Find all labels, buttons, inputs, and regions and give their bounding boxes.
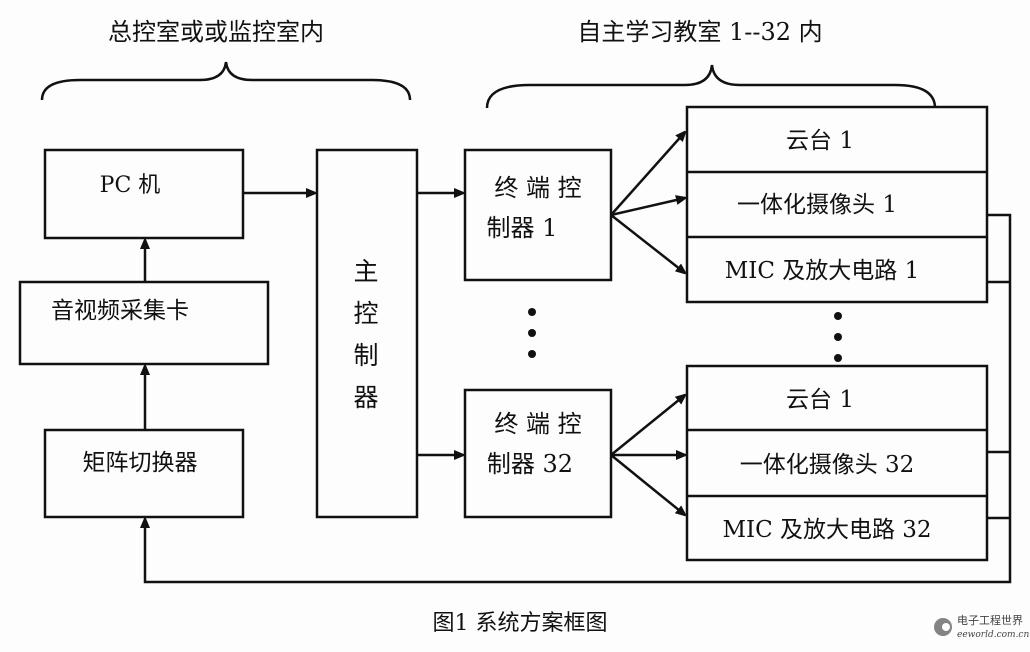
device-group-1: 云台 1 一体化摄像头 1 MIC 及放大电路 1 — [685, 105, 989, 304]
watermark-cn: 电子工程世界 — [957, 614, 1023, 627]
capture-card-label: 音视频采集卡 — [51, 298, 189, 324]
left-brace — [40, 61, 412, 101]
mic-1-label: MIC 及放大电路 1 — [725, 258, 920, 284]
terminal-1-line2: 制器 1 — [487, 214, 558, 242]
figure-caption: 图1 系统方案框图 — [433, 611, 608, 636]
eeworld-watermark-logo: 电子工程世界 eeworld.com.cn — [934, 614, 1029, 640]
matrix-switcher-label: 矩阵切换器 — [83, 450, 198, 476]
terminal-1-line1: 终 端 控 — [494, 174, 581, 202]
main-controller-box — [315, 148, 419, 519]
pc-label: PC 机 — [100, 173, 161, 198]
right-brace — [485, 64, 937, 109]
arrows — [145, 132, 1012, 584]
left-group-label: 总控室或或监控室内 — [108, 18, 324, 46]
device-group-32: 云台 1 一体化摄像头 32 MIC 及放大电路 32 — [685, 364, 989, 562]
right-group-label: 自主学习教室 1--32 内 — [577, 18, 822, 46]
terminal-32-line1: 终 端 控 — [494, 410, 581, 438]
camera-32-label: 一体化摄像头 32 — [740, 452, 915, 478]
ptz-32-label: 云台 1 — [786, 387, 854, 413]
main-controller-char: 控 — [353, 299, 378, 328]
main-controller-char: 器 — [353, 383, 378, 412]
main-controller-char: 主 — [353, 257, 378, 286]
camera-1-label: 一体化摄像头 1 — [737, 192, 897, 218]
ellipsis-dots — [528, 308, 842, 362]
watermark-en: eeworld.com.cn — [957, 630, 1029, 640]
ptz-1-label: 云台 1 — [786, 128, 854, 154]
terminal-32-line2: 制器 32 — [487, 450, 573, 478]
mic-32-label: MIC 及放大电路 32 — [722, 517, 931, 543]
main-controller-char: 制 — [353, 341, 378, 370]
